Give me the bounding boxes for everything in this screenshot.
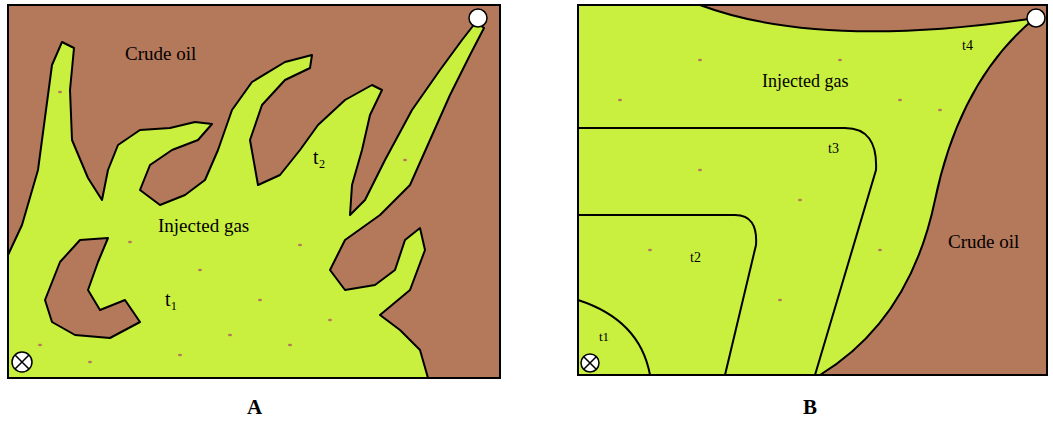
front-lines (578, 128, 876, 375)
injection-well (12, 352, 32, 372)
oil-droplets (618, 59, 942, 302)
injection-well (581, 354, 599, 372)
time-label: t₁ (165, 288, 178, 310)
time-label: t₂ (313, 146, 326, 168)
gas-front (578, 5, 1035, 375)
time-label: t2 (690, 250, 701, 265)
time-label: t1 (599, 330, 609, 344)
panel-frame (8, 5, 500, 378)
region-label: Crude oil (948, 232, 1019, 253)
panel-letter: A (247, 396, 262, 419)
region-label: Injected gas (158, 216, 249, 237)
oil-region (578, 5, 1047, 375)
gas-fingers (8, 22, 484, 378)
region-label: Injected gas (762, 72, 848, 92)
panel-frame (578, 5, 1047, 375)
oil-island (45, 238, 140, 338)
time-label: t4 (962, 38, 973, 53)
production-well (1027, 9, 1045, 27)
oil-droplets (38, 91, 407, 364)
region-label: Crude oil (125, 44, 196, 65)
production-well (469, 9, 487, 27)
time-label: t3 (828, 141, 839, 156)
panel-letter: B (803, 396, 817, 419)
oil-region (8, 5, 500, 378)
